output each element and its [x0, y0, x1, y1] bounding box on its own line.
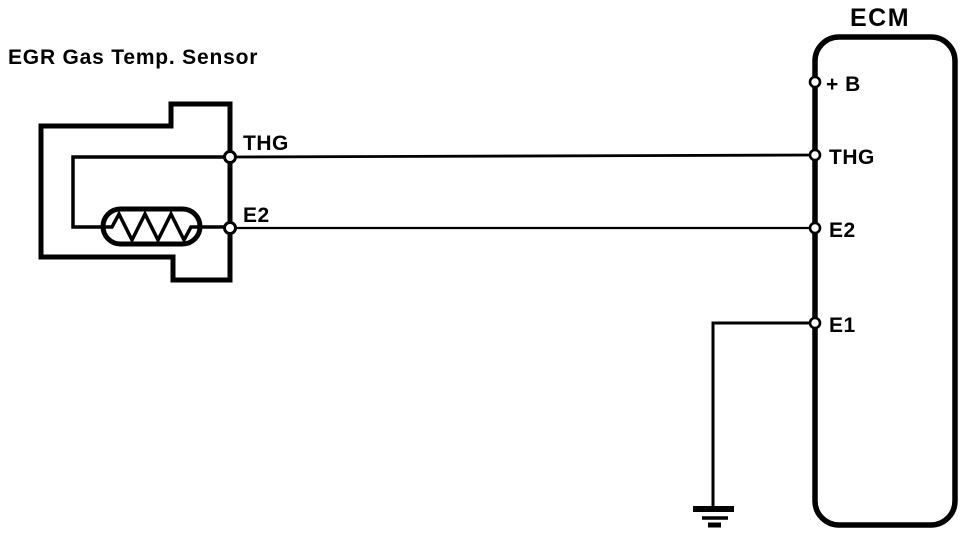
sensor-internal-wire: [71, 155, 230, 229]
ecm-pin-label-thg: THG: [829, 146, 875, 169]
ecm-box: [812, 34, 958, 528]
thermistor-icon: [100, 206, 203, 247]
sensor-terminal-thg: [223, 150, 237, 164]
thg-wire: [229, 153, 816, 159]
ecm-terminal-e2: [808, 221, 822, 235]
diagram-labels: EGR Gas Temp. Sensor ECM THG E2 + B THG …: [8, 4, 910, 337]
ecm-title: ECM: [850, 4, 910, 32]
sensor-title: EGR Gas Temp. Sensor: [8, 46, 258, 69]
terminals: [223, 75, 822, 330]
thermistor-resistor-zigzag: [103, 210, 200, 244]
ecm-pin-label-b: + B: [826, 73, 861, 96]
diagram-lines: [38, 34, 958, 528]
sensor-pin-label-e2: E2: [243, 204, 270, 227]
ecm-terminal-b: [808, 75, 822, 89]
sensor-pin-label-thg: THG: [243, 132, 289, 155]
ecm-pin-label-e2: E2: [829, 219, 856, 242]
e1-ground-wire: [711, 321, 813, 507]
ecm-pin-label-e1: E1: [829, 314, 856, 337]
ecm-terminal-thg: [808, 148, 822, 162]
ground-icon: [693, 506, 734, 528]
sensor-terminal-e2: [223, 221, 237, 235]
egr-sensor-outline: [38, 101, 233, 283]
ecm-terminal-e1: [808, 316, 822, 330]
